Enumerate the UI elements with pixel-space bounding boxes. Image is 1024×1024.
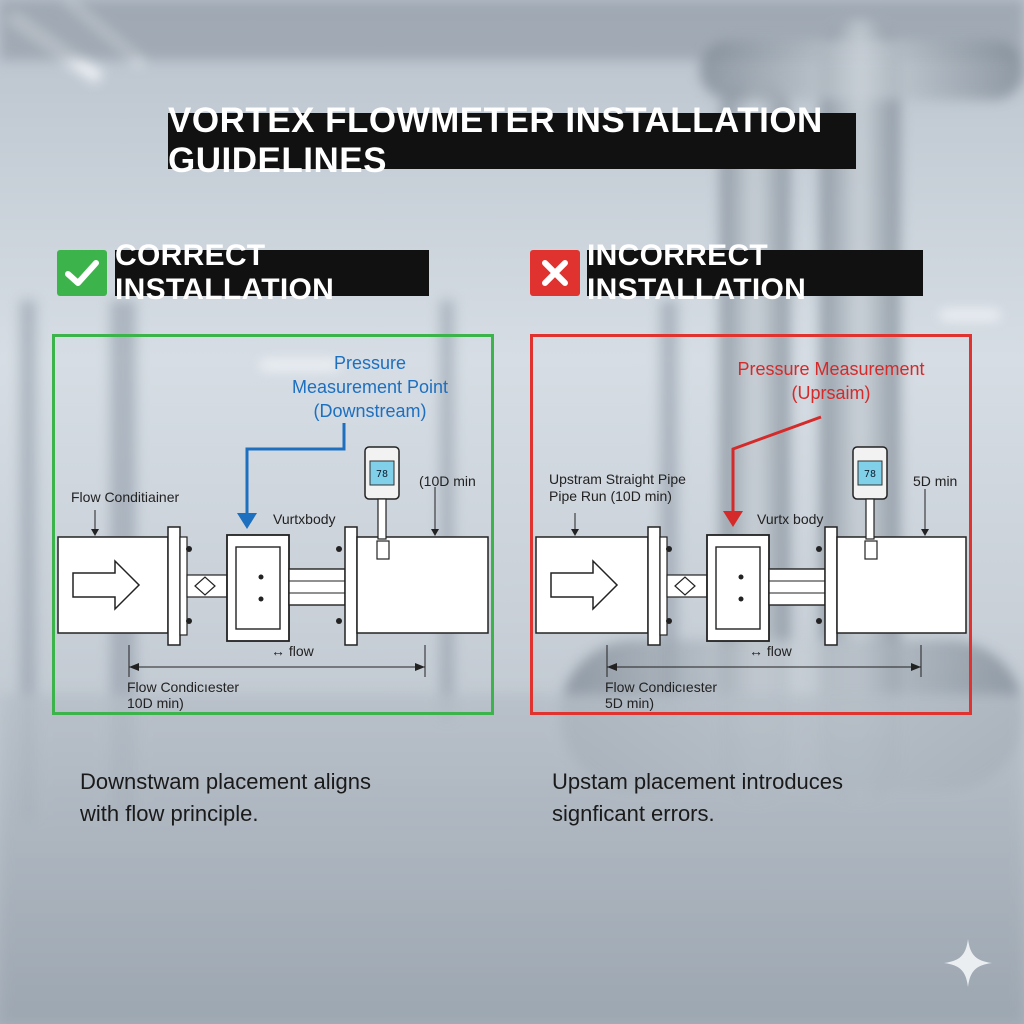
downstream-callout-arrow	[245, 423, 346, 519]
incorrect-installation-diagram: 78 Pressure Measurement (Uprsaim) Upstra…	[530, 334, 972, 715]
vortex-body-label: Vurtx body	[757, 511, 824, 527]
bottom-spacing-label: Flow Condicıester 10D min)	[127, 679, 240, 711]
svg-text:78: 78	[376, 469, 388, 480]
correct-installation-heading: CORRECT INSTALLATION	[115, 239, 429, 306]
flow-arrow-icon	[550, 559, 619, 611]
correct-pipe-schematic: 78	[57, 423, 489, 677]
flow-conditioner-label: Flow Conditiainer	[71, 489, 180, 505]
inlet-pipe	[535, 536, 649, 634]
incorrect-installation-heading: INCORRECT INSTALLATION	[587, 239, 923, 306]
upstream-callout-arrow	[731, 415, 822, 517]
flow-direction-label: ↔ flow	[749, 643, 792, 659]
left-flange	[167, 526, 181, 646]
page-title: VORTEX FLOWMETER INSTALLATION GUIDELINES	[168, 101, 856, 180]
cross-icon	[530, 250, 580, 296]
incorrect-pipe-schematic: 78	[535, 415, 967, 677]
right-flange	[344, 526, 358, 646]
sparkle-icon	[942, 937, 994, 994]
pressure-point-callout: Pressure Measurement Point (Downstream)	[291, 353, 449, 421]
pressure-point-callout: Pressure Measurement (Uprsaim)	[737, 359, 925, 403]
correct-caption: Downstwam placement aligns with flow pri…	[80, 769, 372, 826]
spacing-label: (10D min	[419, 473, 476, 489]
checkmark-icon	[57, 250, 107, 296]
correct-installation-diagram: 78 Pressure Measurement Point (Downstrea…	[52, 334, 494, 715]
flow-direction-label: ↔ flow	[271, 643, 314, 659]
left-flange	[647, 526, 661, 646]
spool-piece	[768, 568, 826, 606]
right-flange	[824, 526, 838, 646]
vortex-body-label: Vurtxbody	[273, 511, 336, 527]
spool-piece	[288, 568, 346, 606]
inlet-pipe	[57, 536, 169, 634]
flow-arrow-icon	[72, 559, 141, 611]
svg-text:78: 78	[864, 469, 876, 480]
upstream-run-label: Upstram Straight Pipe Pipe Run (10D min)	[549, 471, 686, 504]
outlet-pipe	[836, 536, 967, 634]
incorrect-caption: Upstam placement introduces signficant e…	[552, 769, 844, 826]
spacing-label: 5D min	[913, 473, 958, 489]
bottom-spacing-label: Flow Condicıester 5D min)	[605, 679, 718, 711]
